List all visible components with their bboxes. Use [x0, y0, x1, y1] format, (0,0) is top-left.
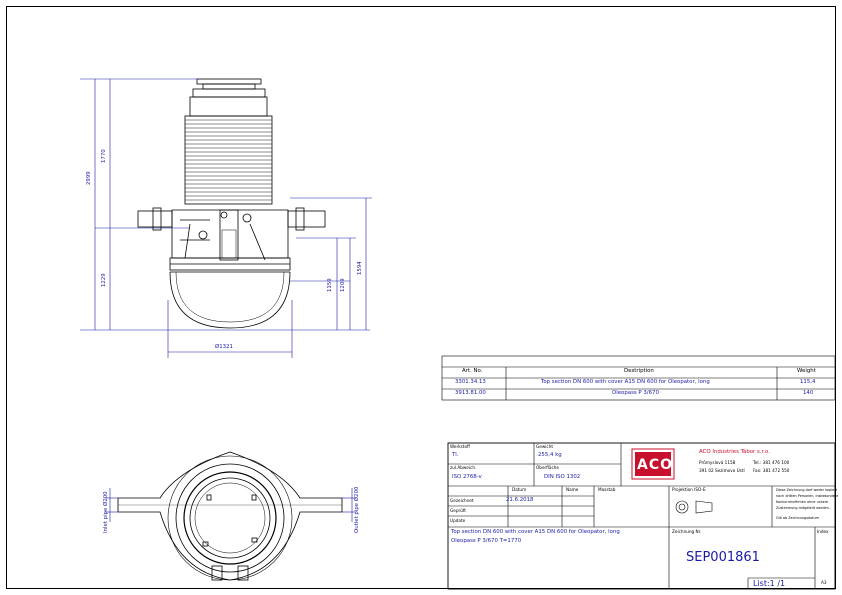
top-view-outline — [117, 451, 343, 581]
gewicht-label: Gewicht — [536, 444, 554, 449]
dim-1770: 1770 — [101, 149, 107, 163]
gezeichnet-date: 21.6.2018 — [506, 497, 534, 503]
oberflaeche-value: DIN ISO 1302 — [544, 474, 581, 480]
gewicht-value: 255,4 kg — [538, 452, 562, 458]
abweich-label: zul.Abweich. — [450, 465, 477, 470]
parts-row-1-description: Top section DN 600 with cover A15 DN 600… — [541, 379, 710, 385]
drawing-frame — [6, 6, 836, 589]
title-block-grid — [447, 442, 836, 590]
copyright-note-3: Konkurrenzfirmen ohne unsere — [776, 500, 829, 504]
parts-row-1-weight: 115,4 — [800, 379, 816, 385]
inlet-pipe-label: Inlet pipe Ø200 — [103, 491, 109, 533]
dim-2999: 2999 — [86, 171, 92, 185]
parts-row-2-weight: 140 — [803, 390, 814, 396]
oberflaeche-label: Oberfläche — [536, 465, 559, 470]
inlet-pipe — [137, 210, 173, 228]
update-label: Update — [450, 518, 466, 523]
projektion-label: Projektion ISO-E — [672, 487, 706, 492]
gezeichnet-label: Gezeichnet — [450, 498, 474, 503]
cover-lid — [196, 78, 262, 85]
outlet-pipe — [287, 210, 326, 228]
drawing-description-1: Top section DN 600 with cover A15 DN 600… — [451, 529, 620, 535]
dimension-lines-top — [105, 488, 356, 522]
geprueft-label: Geprüft — [450, 508, 466, 513]
sheet-format: A3 — [821, 580, 827, 585]
dim-1159: 1159 — [327, 278, 333, 292]
company-address-2: 391 02 Sezimovo Ústí — [699, 468, 745, 473]
zeichnung-label: Zeichnung Nr. — [672, 529, 702, 534]
outlet-pipe-label: Outlet pipe Ø200 — [354, 486, 360, 533]
aco-logo-text: ACO — [637, 457, 674, 473]
werkstoff-label: Werkstoff — [450, 444, 470, 449]
dim-1209: 1209 — [340, 278, 346, 292]
dimension-lines-side — [80, 78, 372, 358]
massstab-label: Masstab — [598, 487, 616, 492]
parts-header-weight: Weight — [797, 368, 816, 374]
drawing-description-2: Oleopass P 3/670 T=1770 — [451, 538, 522, 544]
copyright-note-1: Diese Zeichnung darf weder kopiert — [776, 488, 837, 492]
dim-1594: 1594 — [357, 261, 363, 275]
abweich-value: ISO 2768-v — [452, 474, 482, 480]
parts-header-description: Destription — [624, 368, 654, 374]
werkstoff-value: Tl. — [452, 452, 459, 458]
separator-body — [171, 209, 289, 259]
datum-label: Datum — [512, 487, 527, 492]
dim-1229: 1229 — [101, 273, 107, 287]
name-label: Name — [566, 487, 579, 492]
parts-table-grid — [441, 355, 836, 401]
parts-row-2-artno: 3913.81.00 — [455, 390, 486, 396]
index-label: Index — [817, 529, 829, 534]
internal-filter — [219, 209, 239, 261]
company-address-1: Průmyslová 1158 — [699, 460, 736, 465]
copyright-note-2: noch dritten Personen, insbesondere — [776, 494, 839, 498]
parts-row-1-artno: 3301.34.13 — [455, 379, 486, 385]
parts-row-2-description: Oleopass P 3/670 — [612, 390, 659, 396]
bottom-sphere — [169, 271, 291, 329]
drawing-number: SEP001861 — [686, 550, 760, 565]
company-fax: Fax: 381 472 550 — [753, 468, 790, 473]
copyright-note-4: Zustimmung mitgeteilt werden. — [776, 506, 830, 510]
parts-header-artno: Art. No. — [462, 368, 483, 374]
aco-logo — [631, 448, 675, 480]
list-number: List:1 /1 — [753, 579, 786, 588]
corrugation-lines — [185, 119, 272, 201]
top-view — [117, 451, 343, 581]
company-name: ACO Industries Tábor s.r.o. — [699, 449, 770, 455]
copyright-note-5: Gilt ab Zeichnungsdatum — [776, 516, 819, 520]
dim-diameter-1321: Ø1321 — [215, 344, 233, 350]
company-tel: Tel.: 381 476 100 — [753, 460, 790, 465]
